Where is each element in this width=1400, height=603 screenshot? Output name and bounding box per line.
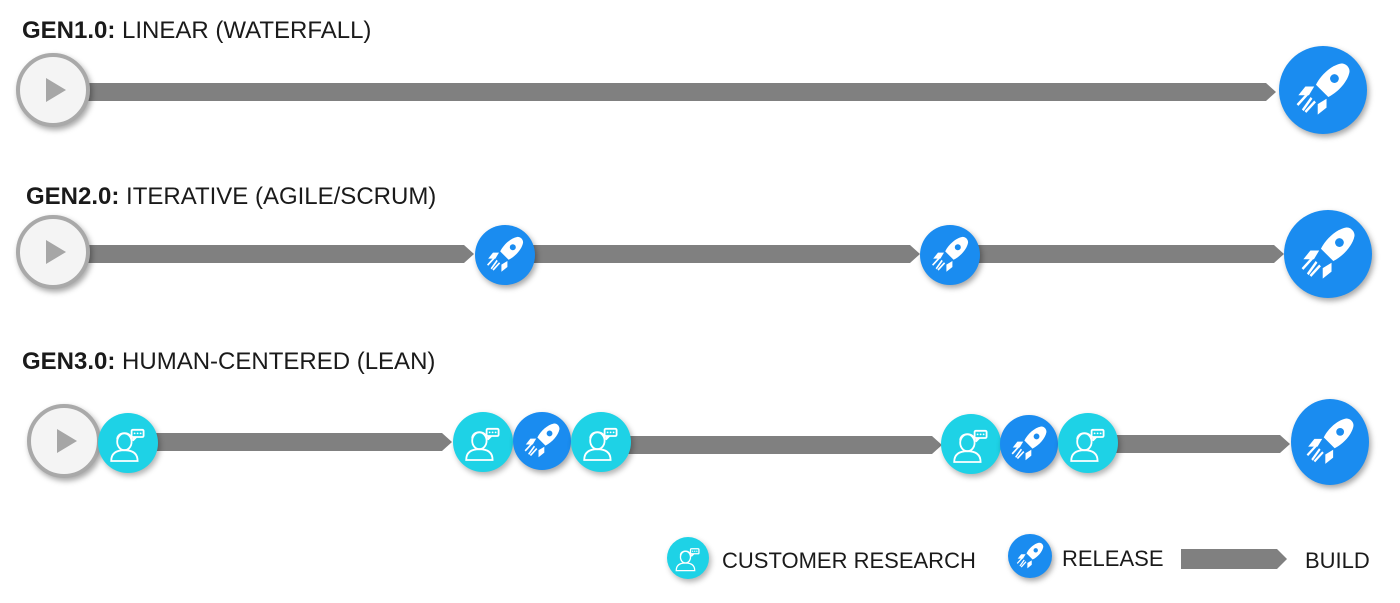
- build-bar: [80, 83, 1276, 101]
- row-title-gen2-rest: ITERATIVE (AGILE/SCRUM): [119, 183, 437, 210]
- release-rocket-icon: [1279, 46, 1367, 134]
- legend-build-arrow-bar: [1181, 549, 1287, 569]
- build-bar: [80, 245, 474, 263]
- customer-research-person-chat-icon: [571, 412, 631, 472]
- start-play-icon: [16, 53, 90, 127]
- legend-research-label: CUSTOMER RESEARCH: [722, 548, 976, 573]
- release-rocket-icon: [513, 412, 571, 470]
- release-rocket-icon: [1284, 210, 1372, 298]
- customer-research-person-chat-icon: [98, 413, 158, 473]
- legend-release-rocket-icon: [1008, 534, 1052, 578]
- legend-build-label: BUILD: [1305, 548, 1370, 573]
- row-title-gen2: GEN2.0: ITERATIVE (AGILE/SCRUM): [26, 182, 436, 212]
- customer-research-person-chat-icon: [941, 414, 1001, 474]
- row-title-gen1-rest: LINEAR (WATERFALL): [115, 17, 372, 44]
- build-bar: [974, 245, 1284, 263]
- release-rocket-icon: [1291, 399, 1369, 485]
- build-bar: [620, 436, 942, 454]
- start-play-icon: [27, 404, 101, 478]
- row-title-gen3-bold: GEN3.0:: [22, 348, 116, 375]
- row-title-gen2-bold: GEN2.0:: [26, 183, 120, 210]
- row-title-gen1-bold: GEN1.0:: [22, 17, 116, 44]
- row-title-gen3-rest: HUMAN-CENTERED (LEAN): [115, 348, 436, 375]
- release-rocket-icon: [920, 225, 980, 285]
- row-title-gen1: GEN1.0: LINEAR (WATERFALL): [22, 16, 371, 46]
- legend-research-person-chat-icon: [667, 537, 709, 579]
- build-bar: [140, 433, 452, 451]
- legend-release-label: RELEASE: [1062, 546, 1164, 571]
- release-rocket-icon: [1000, 415, 1058, 473]
- release-rocket-icon: [475, 225, 535, 285]
- customer-research-person-chat-icon: [453, 412, 513, 472]
- build-bar: [1110, 435, 1290, 453]
- customer-research-person-chat-icon: [1058, 413, 1118, 473]
- row-title-gen3: GEN3.0: HUMAN-CENTERED (LEAN): [22, 347, 435, 377]
- build-bar: [528, 245, 920, 263]
- start-play-icon: [16, 215, 90, 289]
